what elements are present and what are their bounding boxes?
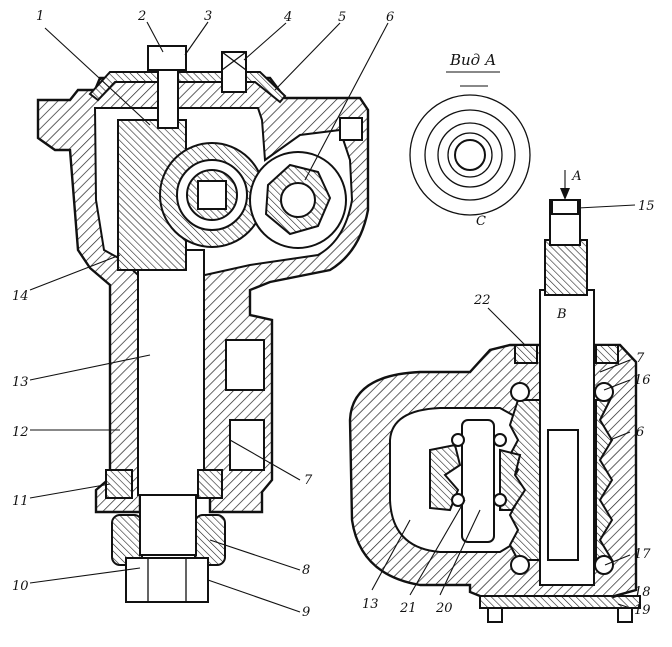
- top-seal-right: [595, 344, 619, 364]
- view-a-ring-4: [447, 132, 493, 178]
- callout-22: 22: [473, 293, 491, 308]
- steering-shaft-tip: [551, 199, 579, 215]
- seal-left-a: [105, 469, 133, 499]
- callout-r6: 6: [636, 425, 644, 440]
- callout-15: 15: [638, 199, 655, 214]
- shaft-end: [139, 494, 197, 556]
- view-a-caption: Вид А: [449, 51, 496, 69]
- ball-8: [493, 493, 507, 507]
- ball-4: [594, 555, 614, 575]
- view-a-ring-3: [437, 122, 503, 188]
- inner-bore: [547, 429, 579, 561]
- ball-5: [451, 433, 465, 447]
- callout-labels: 1 2 3 4 5 6 14 13 12 11 10 7 8 9 15 22 7…: [12, 9, 655, 620]
- callout-11: 11: [12, 494, 29, 509]
- ball-3: [510, 555, 530, 575]
- callout-5: 5: [338, 10, 346, 25]
- adjust-screw: [157, 69, 179, 129]
- label-c: С: [476, 214, 486, 229]
- shaft-nut: [125, 557, 209, 603]
- roller-shaft: [461, 419, 495, 543]
- callout-16: 16: [634, 373, 651, 388]
- ball-1: [510, 382, 530, 402]
- label-arrow-a: А: [571, 169, 582, 184]
- top-seal-left: [514, 344, 538, 364]
- callout-6: 6: [386, 10, 394, 25]
- callout-17: 17: [634, 547, 651, 562]
- ball-2: [594, 382, 614, 402]
- callout-4: 4: [283, 10, 292, 25]
- callout-2: 2: [137, 9, 146, 24]
- callout-r7: 7: [636, 351, 645, 366]
- leader-lines: [29, 21, 636, 613]
- worm-gear-core: [197, 180, 227, 210]
- callout-7: 7: [304, 473, 313, 488]
- cover-bolt-right: [617, 607, 633, 623]
- callout-8: 8: [302, 563, 310, 578]
- view-a-hub: [454, 139, 486, 171]
- callout-18: 18: [634, 585, 651, 600]
- right-section-view: А В: [348, 169, 641, 623]
- housing-rib-2: [229, 419, 265, 471]
- callout-21: 21: [399, 601, 417, 616]
- callout-1: 1: [36, 9, 44, 24]
- callout-10: 10: [12, 579, 29, 594]
- callout-20: 20: [435, 601, 453, 616]
- callout-3: 3: [204, 9, 212, 24]
- sector-left-teeth: [429, 443, 462, 512]
- housing-boss-top: [339, 117, 363, 141]
- callout-14: 14: [12, 289, 29, 304]
- view-a-ring-2: [424, 109, 516, 201]
- filler-plug: [221, 51, 247, 93]
- callout-19: 19: [634, 603, 651, 618]
- left-section-view: [36, 45, 370, 603]
- seal-left-b: [197, 469, 223, 499]
- callout-13: 13: [12, 375, 29, 390]
- roller-bore: [280, 182, 316, 218]
- steering-shaft-upper: [544, 239, 588, 296]
- callout-r13: 13: [362, 597, 379, 612]
- callout-12: 12: [12, 425, 29, 440]
- sector-shaft: [137, 249, 205, 496]
- view-a-detail: Вид А С: [409, 51, 531, 229]
- adjust-screw-nut: [147, 45, 187, 71]
- cover-bolt-left: [487, 607, 503, 623]
- label-b: В: [556, 307, 567, 322]
- callout-9: 9: [302, 605, 310, 620]
- housing-rib-1: [225, 339, 265, 391]
- bottom-cover: [479, 595, 641, 609]
- sector-right-teeth: [499, 448, 527, 511]
- ball-7: [493, 433, 507, 447]
- view-a-outer-ring: [409, 94, 531, 216]
- ball-6: [451, 493, 465, 507]
